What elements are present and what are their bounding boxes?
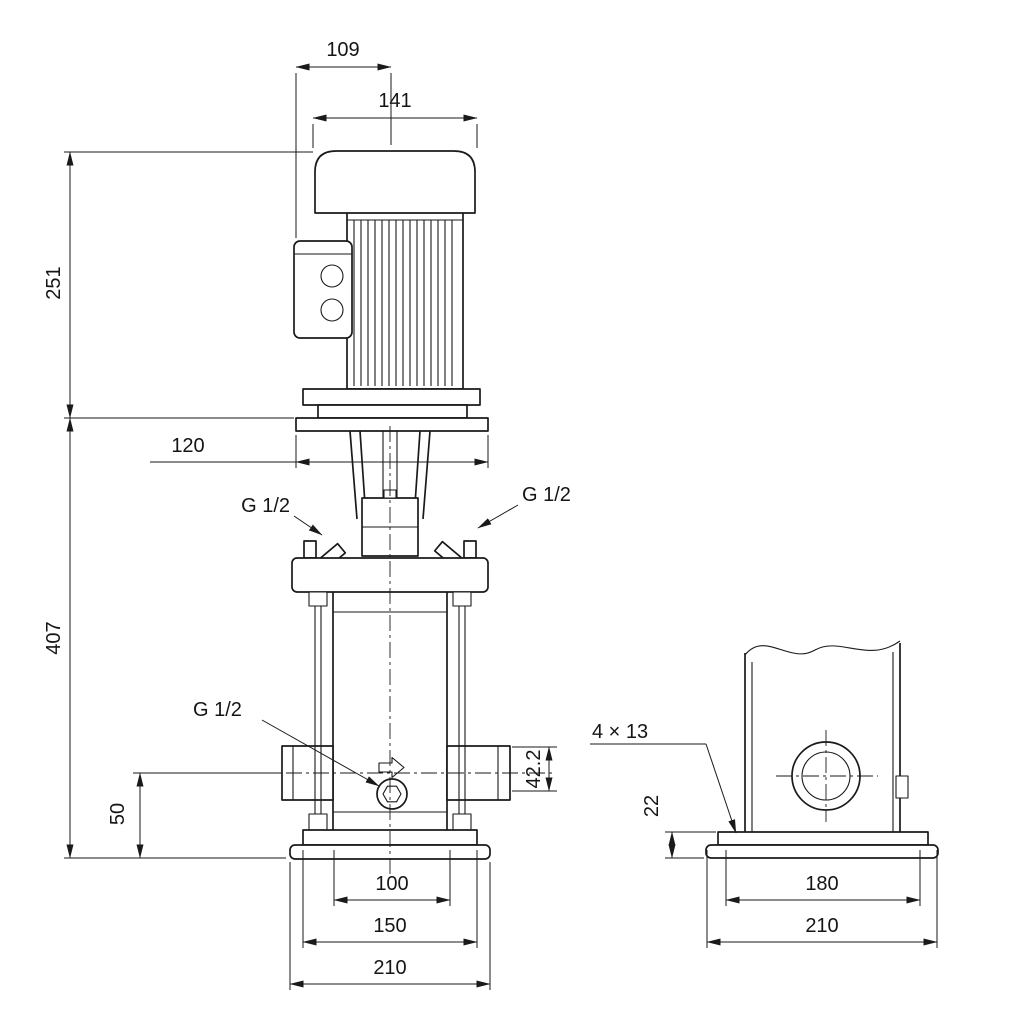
dim-251-label: 251 [43,266,65,299]
cable-entry-hole-top [320,264,344,288]
dim-407-label: 407 [43,621,65,654]
side-base-plate [705,831,939,859]
dim-100-label: 100 [375,873,408,895]
vent-plug-left-label: G 1/2 [241,495,290,517]
staybolts [308,591,472,831]
stud-bolt-left [303,540,317,559]
side-port [776,730,878,822]
side-view [705,640,939,859]
dim-120-label: 120 [171,435,204,457]
flow-arrow-icon [378,756,405,779]
dim-109-label: 109 [326,39,359,61]
motor-body [346,213,464,390]
dim-22-label: 22 [641,795,663,817]
dim-42-2-label: 42.2 [523,750,545,789]
dimensions: 109 141 251 120 407 G 1/2 G 1/2 G 1/2 50 [43,39,938,990]
terminal-box [293,240,353,339]
drain-plug-label: G 1/2 [193,699,242,721]
cable-entry-hole-bottom [320,298,344,322]
side-sleeve [744,643,901,832]
nameplate [895,775,909,799]
break-line [744,640,901,656]
dim-4x13-label: 4 × 13 [592,721,648,743]
motor-flange [295,388,489,432]
dim-180-label: 180 [805,873,838,895]
stud-bolt-right [463,540,477,559]
drain-plug [376,778,408,810]
dim-210-front-label: 210 [373,957,406,979]
vent-plug-right-label: G 1/2 [522,484,571,506]
dim-141-label: 141 [378,90,411,112]
dim-150-label: 150 [373,915,406,937]
front-view [281,150,556,878]
dim-50-label: 50 [107,803,129,825]
motor-fan-cover [314,150,476,214]
dim-210-side-label: 210 [805,915,838,937]
